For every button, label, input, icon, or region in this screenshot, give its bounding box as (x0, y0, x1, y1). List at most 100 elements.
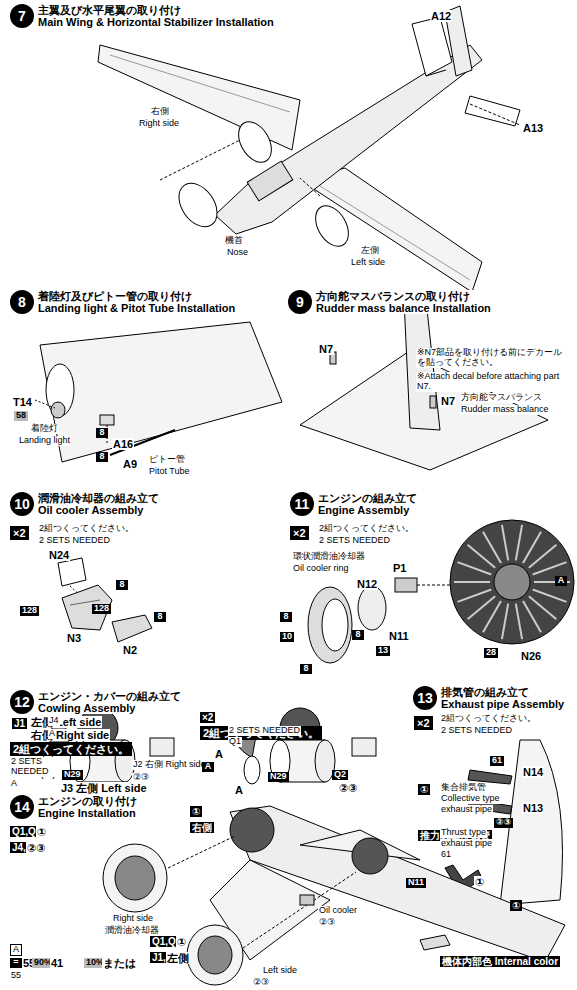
note-text: Left side (350, 258, 386, 268)
color-callout: = (10, 958, 22, 968)
version-mark: ① (418, 784, 430, 795)
quantity-mark: ×2 (414, 716, 433, 730)
note-text: ピトー管 (148, 455, 186, 465)
note-text: Q1 (228, 737, 242, 747)
quantity-mark: ×2 (290, 526, 309, 540)
step-header: 7主翼及び水平尾翼の取り付けMain Wing & Horizontal Sta… (10, 4, 274, 28)
part-label: ① (176, 936, 187, 948)
color-callout: 8 (300, 664, 312, 674)
part-label: N7 (440, 395, 456, 407)
part-label: T14 (12, 396, 33, 408)
part-label: A12 (430, 10, 452, 22)
part-label: または (102, 957, 137, 969)
step-title: 潤滑油冷却器の組み立て (38, 492, 159, 504)
note-text: Left side (262, 966, 298, 976)
part-label: P1 (392, 562, 407, 574)
step-number: 8 (10, 290, 34, 314)
note-text: 2組つくってください。 (38, 524, 135, 534)
step-title: Oil cooler Assembly (38, 504, 159, 516)
part-label: N11 (388, 630, 410, 642)
step-title: Engine Assembly (318, 504, 417, 516)
note-text: Landing light (18, 436, 71, 446)
part-label: A13 (522, 122, 544, 134)
color-callout: N29 (62, 770, 83, 780)
note-text: 左側 (360, 246, 380, 256)
color-callout: 128 (20, 606, 39, 616)
note-text: 55 (10, 971, 22, 981)
note-text: Pitot Tube (148, 467, 191, 477)
color-callout: N29 (268, 772, 289, 782)
step-header: 8着陸灯及びピトー管の取り付けLanding light & Pitot Tub… (10, 290, 235, 314)
step-title: Main Wing & Horizontal Stabilizer Instal… (38, 16, 274, 28)
part-label: ① (36, 826, 47, 838)
part-label: N12 (356, 578, 378, 590)
note-text: exhaust pipe (440, 805, 493, 815)
note-text: A (10, 779, 66, 789)
step-title: Exhaust pipe Assembly (441, 698, 564, 710)
part-label: J3 左側 Left side (60, 782, 148, 794)
step-number: 13 (413, 686, 437, 710)
part-label: ②③ (26, 842, 47, 854)
note-text: Oil cooler ring (292, 564, 350, 574)
part-label: N14 (522, 766, 544, 778)
part-label: N24 (48, 549, 70, 561)
version-mark: J1 (12, 718, 27, 729)
note-text: ②③ (132, 773, 150, 783)
note-text: 61 (440, 850, 452, 860)
color-callout: 8 (352, 630, 364, 640)
quantity-mark: ×2 (10, 526, 29, 540)
note-text: ※Attach decal before attaching part N7. (416, 372, 568, 392)
step-header: 12エンジン・カバーの組み立てCowling Assembly (10, 690, 181, 714)
note-text: J4 (48, 716, 60, 726)
color-callout: A (555, 576, 567, 586)
note-text: 方向舵マスバランス (460, 393, 543, 403)
part-label: 41 (50, 957, 64, 969)
color-callout: 28 (484, 648, 498, 658)
step-title: エンジン・カバーの組み立て (38, 690, 181, 702)
step-title: エンジンの取り付け (38, 795, 137, 807)
part-label: 右側 Right side (30, 729, 110, 741)
step-header: 14エンジンの取り付けEngine Installation (10, 795, 137, 819)
color-callout: 8 (116, 580, 128, 590)
color-callout: 8 (154, 612, 166, 622)
color-callout: ②③ (494, 818, 513, 828)
note-text: ②③ (318, 918, 336, 928)
note-text: Right side (138, 119, 180, 129)
version-mark: ① (510, 900, 522, 911)
part-label: A16 (112, 438, 134, 450)
note-text: Nose (226, 248, 249, 258)
color-callout: 8 (96, 452, 108, 462)
note-text: 機首 (224, 236, 244, 246)
note-text: 2 SETS NEEDED (440, 726, 513, 736)
step-title: エンジンの組み立て (318, 492, 417, 504)
note-text: 着陸灯 (30, 424, 59, 434)
part-label: N13 (522, 802, 544, 814)
color-callout: 128 (92, 604, 111, 614)
note-text: 2組つくってください。 (318, 524, 415, 534)
step-header: 10 潤滑油冷却器の組み立てOil cooler Assembly (10, 492, 159, 516)
step-number: 10 (10, 492, 34, 516)
part-label: ②③ (338, 782, 359, 794)
step-number: 14 (10, 795, 34, 819)
step-title: 主翼及び水平尾翼の取り付け (38, 4, 274, 16)
note-text: ②③ (252, 978, 270, 988)
part-label: 左側 Left side (30, 716, 102, 728)
note-text: ※N7部品を取り付ける前にデカールを貼ってください。 (416, 348, 568, 368)
color-callout: 10 (280, 632, 294, 642)
color-callout: 8 (96, 428, 108, 438)
color-callout: 58 (14, 411, 28, 421)
step-number: 11 (290, 492, 314, 516)
step-title: Cowling Assembly (38, 702, 181, 714)
part-label: 左側 (166, 952, 190, 964)
step-header: 9方向舵マスバランスの取り付けRudder mass balance Insta… (288, 290, 491, 314)
version-mark: 機体内部色 Internal color (440, 956, 560, 967)
step-title: Landing light & Pitot Tube Installation (38, 302, 235, 314)
step-title: 方向舵マスバランスの取り付け (316, 290, 491, 302)
color-callout: A (202, 762, 214, 772)
note-text: Rudder mass balance (460, 405, 550, 415)
part-label: ① (474, 876, 485, 888)
color-callout: 8 (280, 612, 292, 622)
part-label: A (214, 748, 224, 760)
note-text: 2組つくってください。 (440, 714, 537, 724)
